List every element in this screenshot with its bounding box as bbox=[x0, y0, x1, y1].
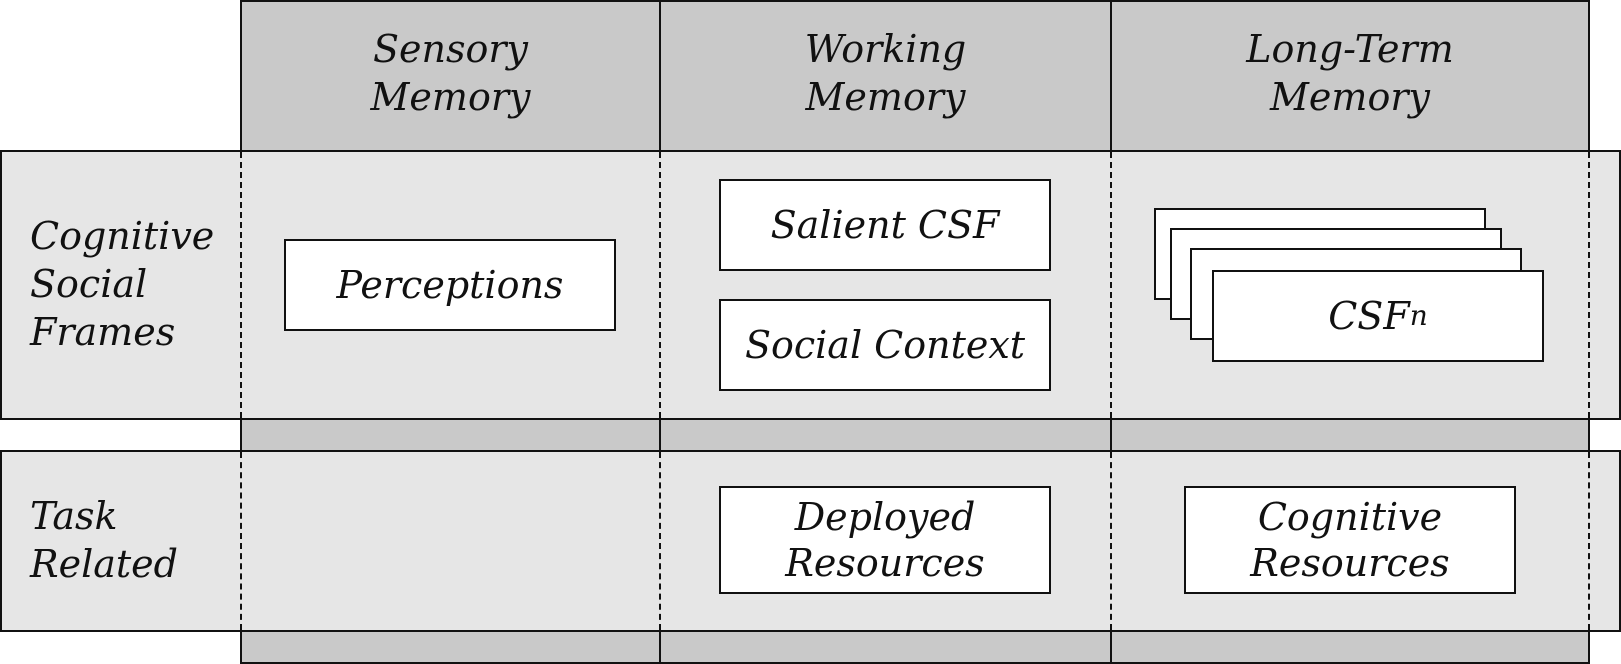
column-header-long-term-memory: Long-Term Memory bbox=[1246, 27, 1454, 119]
cognitive-resources-box: Cognitive Resources bbox=[1184, 486, 1516, 594]
dashed-line-2 bbox=[659, 152, 661, 418]
dashed-line-3 bbox=[1110, 152, 1112, 418]
dashed-line-1 bbox=[240, 152, 242, 418]
gap-divider-2b bbox=[1110, 632, 1112, 664]
dashed-line-4 bbox=[1588, 152, 1590, 418]
gap-divider-2a bbox=[1110, 420, 1112, 450]
deployed-resources-box: Deployed Resources bbox=[719, 486, 1051, 594]
column-header-sensory-memory: Sensory Memory bbox=[370, 27, 531, 119]
header-divider-1 bbox=[659, 0, 661, 150]
social-context-box: Social Context bbox=[719, 299, 1051, 391]
row-label-cognitive-social-frames: Cognitive Social Frames bbox=[30, 214, 215, 354]
gap-divider-1b bbox=[659, 632, 661, 664]
column-header-working-memory: Working Memory bbox=[804, 27, 967, 119]
dashed-line-7 bbox=[1110, 452, 1112, 630]
dashed-line-8 bbox=[1588, 452, 1590, 630]
csf-n-label: CSF bbox=[1328, 294, 1410, 338]
dashed-line-6 bbox=[659, 452, 661, 630]
gap-divider-1a bbox=[659, 420, 661, 450]
perceptions-box: Perceptions bbox=[284, 239, 616, 331]
header-divider-2 bbox=[1110, 0, 1112, 150]
row-label-task-related: Task Related bbox=[30, 494, 178, 586]
csf-n-subscript: n bbox=[1409, 299, 1428, 332]
dashed-line-5 bbox=[240, 452, 242, 630]
salient-csf-box: Salient CSF bbox=[719, 179, 1051, 271]
